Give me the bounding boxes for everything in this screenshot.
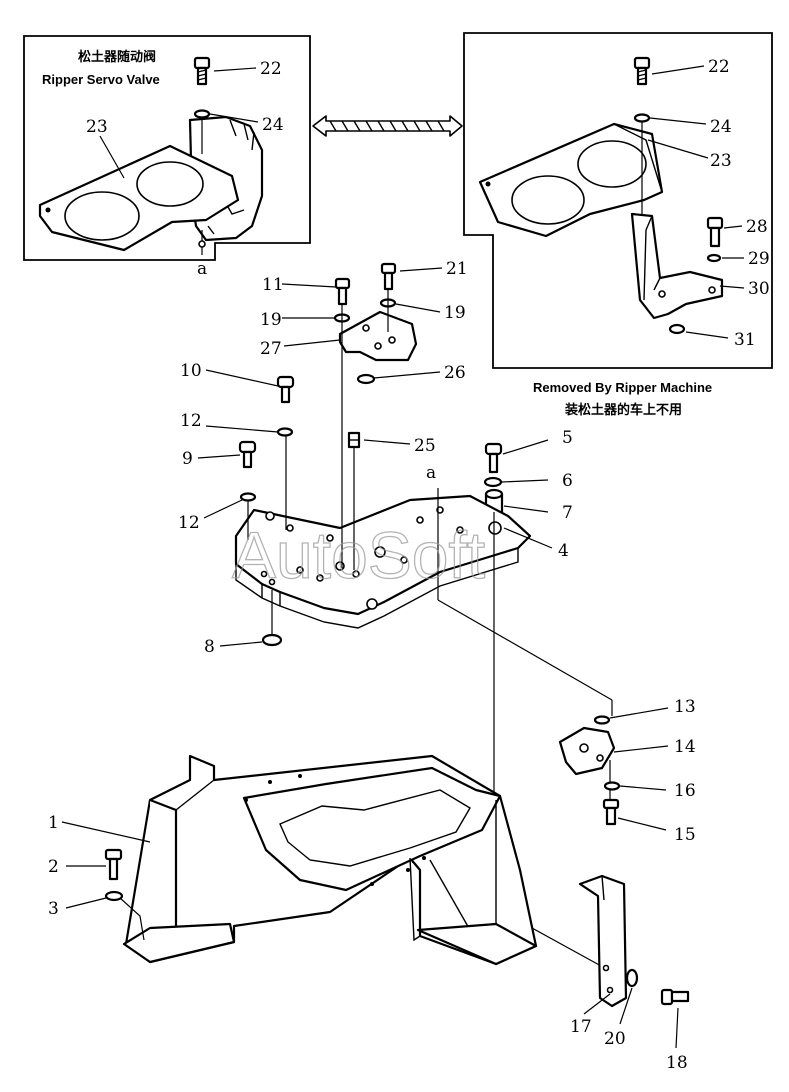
bolt-2 bbox=[104, 848, 123, 881]
callout-4: 4 bbox=[558, 541, 569, 561]
callout-5: 5 bbox=[562, 428, 573, 448]
bracket-14 bbox=[558, 715, 621, 826]
callout-2: 2 bbox=[48, 857, 59, 877]
inset-right-callout-23: 23 bbox=[710, 151, 732, 171]
callout-17: 17 bbox=[570, 1017, 592, 1037]
bolt-5 bbox=[484, 442, 503, 474]
inset-right-caption-cn: 装松土器的车上不用 bbox=[564, 402, 682, 417]
callout-9: 9 bbox=[182, 449, 193, 469]
callout-20: 20 bbox=[604, 1029, 626, 1049]
washer-24-left bbox=[193, 109, 211, 119]
callout-15: 15 bbox=[674, 825, 696, 845]
plate-hole-right bbox=[136, 161, 204, 207]
callout-26: 26 bbox=[444, 363, 466, 383]
washer-31 bbox=[668, 323, 686, 335]
washer-8 bbox=[261, 633, 283, 647]
callout-8: 8 bbox=[204, 637, 215, 657]
callout-12-upper: 12 bbox=[180, 411, 202, 431]
inset-right-frame bbox=[463, 32, 773, 369]
inset-ripper-servo-valve: 松土器随动阀 Ripper Servo Valve 22 24 23 a bbox=[23, 35, 311, 279]
inset-left-callout-a: a bbox=[197, 259, 207, 279]
bolt-28 bbox=[706, 216, 724, 248]
bolt-11 bbox=[334, 277, 351, 306]
bolt-21 bbox=[380, 262, 397, 291]
bracket-30 bbox=[630, 212, 724, 320]
inset-left-caption-en: Ripper Servo Valve bbox=[42, 72, 160, 87]
washer-3 bbox=[104, 890, 124, 902]
inset-right-callout-30: 30 bbox=[748, 279, 770, 299]
callout-7: 7 bbox=[562, 503, 573, 523]
bolt-22-right bbox=[633, 56, 651, 86]
callout-19-left: 19 bbox=[260, 310, 282, 330]
main-frame bbox=[122, 754, 538, 966]
callout-a-main: a bbox=[426, 463, 436, 483]
callout-19-right: 19 bbox=[444, 303, 466, 323]
callout-25: 25 bbox=[414, 436, 436, 456]
bracket-27 bbox=[338, 310, 418, 362]
bolt-10 bbox=[276, 375, 295, 404]
inset-right-callout-22: 22 bbox=[708, 57, 730, 77]
plate-hole-right-a bbox=[511, 175, 585, 225]
washer-29 bbox=[706, 253, 722, 263]
equivalence-arrow bbox=[312, 115, 463, 137]
bolt-18 bbox=[660, 988, 690, 1006]
washer-20 bbox=[625, 968, 639, 988]
inset-right-callout-29: 29 bbox=[748, 249, 770, 269]
callout-27: 27 bbox=[260, 339, 282, 359]
callout-6: 6 bbox=[562, 471, 573, 491]
plate-hole-right-b bbox=[577, 140, 647, 188]
bolt-9 bbox=[238, 440, 257, 469]
callout-3: 3 bbox=[48, 899, 59, 919]
inset-right-callout-31: 31 bbox=[734, 330, 756, 350]
inset-left-callout-24: 24 bbox=[262, 115, 284, 135]
inset-left-frame bbox=[23, 35, 311, 261]
washer-6 bbox=[483, 476, 503, 488]
callout-12-lower: 12 bbox=[178, 513, 200, 533]
washer-12-lower bbox=[239, 492, 257, 502]
washer-12-upper bbox=[276, 427, 294, 437]
callout-13: 13 bbox=[674, 697, 696, 717]
callout-1: 1 bbox=[48, 813, 59, 833]
inset-right-caption-en: Removed By Ripper Machine bbox=[533, 380, 712, 395]
washer-24-right bbox=[633, 113, 651, 123]
bolt-22-left bbox=[193, 56, 211, 86]
callout-11: 11 bbox=[262, 275, 284, 295]
callout-labels: 11 21 19 19 27 26 10 12 25 9 5 6 a 7 12 … bbox=[48, 259, 696, 1073]
callout-10: 10 bbox=[180, 361, 202, 381]
inset-right-callout-28: 28 bbox=[746, 217, 768, 237]
callout-leaders bbox=[61, 267, 679, 1049]
washer-26 bbox=[356, 373, 376, 385]
bracket-17 bbox=[578, 874, 628, 1008]
callout-21: 21 bbox=[446, 259, 468, 279]
inset-left-caption-cn: 松土器随动阀 bbox=[78, 49, 156, 64]
callout-14: 14 bbox=[674, 737, 696, 757]
plate-hole-left bbox=[64, 191, 140, 241]
callout-16: 16 bbox=[674, 781, 696, 801]
inset-left-callout-22: 22 bbox=[260, 59, 282, 79]
fitting-25 bbox=[347, 431, 361, 449]
inset-removed-by-ripper: Removed By Ripper Machine 装松土器的车上不用 22 bbox=[463, 32, 773, 417]
inset-right-callout-24: 24 bbox=[710, 117, 732, 137]
callout-18: 18 bbox=[666, 1053, 688, 1073]
inset-left-callout-23: 23 bbox=[86, 117, 108, 137]
watermark: AutoSoft bbox=[232, 518, 485, 592]
